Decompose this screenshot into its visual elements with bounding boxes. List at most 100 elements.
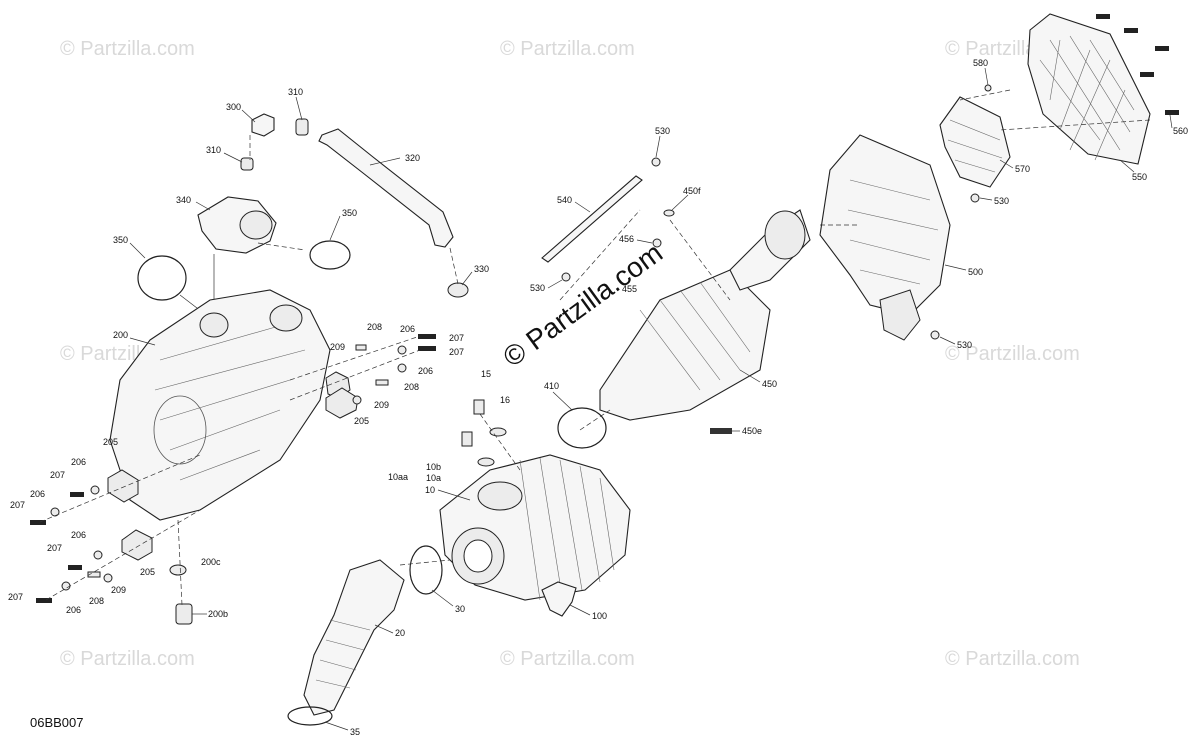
part-200c-clip [169,564,187,576]
part-205-bracket [121,529,153,561]
part-20-duct [303,559,405,716]
assembly-line [449,247,459,285]
part-530-screw [561,272,571,282]
airbox-ribs [519,457,615,601]
callout-450f: 450f [683,186,701,196]
callout-200b: 200b [208,609,228,619]
part-35-clamp [287,706,333,726]
callout-10aa: 10aa [388,472,408,482]
resonator-inlet [199,312,229,338]
resonator-outlet [269,304,303,332]
part-205-bracket [325,387,359,419]
assembly-line [177,519,183,606]
callout-530: 530 [994,196,1009,206]
part-560-screw [1096,14,1110,19]
callout-350: 350 [342,208,357,218]
callout-450: 450 [762,379,777,389]
callout-560: 560 [1173,126,1188,136]
callout-530: 530 [530,283,545,293]
callout-350: 350 [113,235,128,245]
part-206-washer [90,485,100,495]
callout-410: 410 [544,381,559,391]
callout-205: 205 [354,416,369,426]
cover-foot [879,289,921,341]
leader-line [655,135,661,158]
part-30-clamp [409,545,443,595]
leader-line [195,201,211,211]
callout-450e: 450e [742,426,762,436]
callout-530: 530 [655,126,670,136]
part-100-drain [541,581,577,617]
callout-320: 320 [405,153,420,163]
callout-206: 206 [30,489,45,499]
callout-209: 209 [374,400,389,410]
callout-340: 340 [176,195,191,205]
assembly-line [959,89,1011,101]
callout-10: 10 [425,485,435,495]
part-310-clamp [240,157,254,171]
callout-200c: 200c [201,557,221,567]
airbox-inlet-bore [463,539,493,573]
leader-line [552,391,573,411]
part-207-screw [418,334,436,339]
part-540-bracket [541,157,661,282]
breather-assembly [137,113,469,330]
assembly-line [289,349,421,401]
watermark-layer: © Partzilla.com © Partzilla.com © Partzi… [60,38,1080,670]
center-assembly-lines [399,209,860,566]
leader-line [739,369,761,383]
part-207-screw [30,520,46,525]
watermark: © Partzilla.com [60,38,195,60]
duct-ribs [315,619,371,689]
callout-310: 310 [288,87,303,97]
silencer-shading [639,281,751,391]
part-530-screw [651,157,661,167]
part-350-clamp [137,255,187,301]
part-15-bolt [473,399,485,415]
part-200-resonator [109,289,331,521]
callout-207: 207 [50,470,65,480]
callout-100: 100 [592,611,607,621]
watermark: © Partzilla.com [500,38,635,60]
part-209-washer [103,573,113,583]
callout-206: 206 [66,605,81,615]
callout-500: 500 [968,267,983,277]
part-350-clamp [309,240,351,270]
callouts: 300 310 310 320 330 340 350 350 200 208 … [8,58,1188,737]
watermark: © Partzilla.com [945,648,1080,670]
leader-line [295,96,303,121]
cover-shading [847,179,939,285]
assembly-line [45,509,201,601]
callout-207: 207 [8,592,23,602]
callout-208: 208 [89,596,104,606]
resonator-hardware [289,334,436,419]
leader-line [374,624,394,634]
callout-200: 200 [113,330,128,340]
callout-207: 207 [10,500,25,510]
callout-206: 206 [400,324,415,334]
callout-30: 30 [455,604,465,614]
part-200b-plug [175,603,193,625]
callout-530: 530 [957,340,972,350]
part-560-screw [1140,72,1154,77]
leader-line [944,264,967,271]
callout-209: 209 [111,585,126,595]
leader-line [461,271,473,286]
leader-line [129,242,146,259]
bracket-strap [541,175,643,263]
callout-540: 540 [557,195,572,205]
part-208-bolt [87,571,101,578]
leader-line [241,109,256,123]
callout-208: 208 [404,382,419,392]
callout-10b: 10b [426,462,441,472]
callout-206: 206 [71,530,86,540]
callout-205: 205 [103,437,118,447]
callout-15: 15 [481,369,491,379]
leader-line [999,159,1014,169]
callout-209: 209 [330,342,345,352]
part-206-washer [93,550,103,560]
part-208-bolt [355,344,367,351]
part-450f-cap [663,209,675,217]
callout-455: 455 [622,284,637,294]
